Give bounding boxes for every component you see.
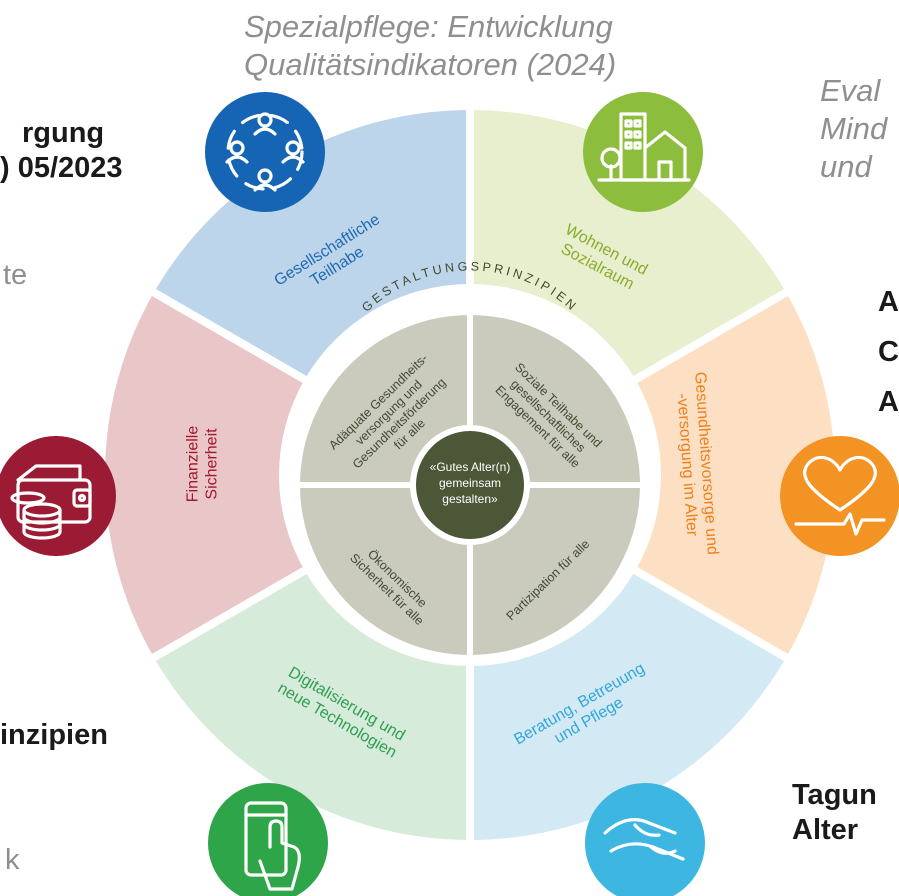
principle-quadrant-soziale-teilhabe xyxy=(470,315,640,485)
right-bottom-heading: Tagun Alter xyxy=(792,778,877,849)
segment-gesellschaftliche-teilhabe xyxy=(153,110,470,380)
top-center-caption: Spezialpflege: Entwicklung Qualitätsindi… xyxy=(244,8,616,84)
segment-digitalisierung xyxy=(153,570,470,840)
principles-layer: Adäquate Gesundheits-versorgung undGesun… xyxy=(298,313,642,657)
wallet-coins-icon xyxy=(0,436,116,556)
segment-label-line: Sicherheit xyxy=(204,428,221,500)
segment-divider xyxy=(631,566,790,662)
top-right-line-3: und xyxy=(820,148,872,184)
left-grey-text: te xyxy=(3,259,28,291)
wallet-coins-icon-glyph xyxy=(10,464,92,540)
left-heading-line-1: rgung xyxy=(22,117,105,149)
heart-pulse-icon-glyph xyxy=(794,455,886,536)
left-heading-line-2: ) 05/2023 xyxy=(0,152,123,185)
segment-divider xyxy=(150,288,309,384)
center-label-line: gemeinsam xyxy=(439,476,501,490)
buildings-icon xyxy=(583,92,703,212)
center-label-line: gestalten» xyxy=(442,492,498,506)
helping-hands-icon xyxy=(585,783,705,896)
dividers-layer xyxy=(150,108,790,842)
left-heading: rgung ) 05/2023 xyxy=(0,116,123,187)
smartphone-touch-icon xyxy=(208,783,328,896)
center-circle xyxy=(412,427,528,543)
right-bottom-line-2: Alter xyxy=(792,814,859,847)
icons-layer xyxy=(0,92,899,896)
principle-quadrant-gesundheit xyxy=(300,315,470,485)
people-circle-icon-glyph xyxy=(225,112,305,192)
right-heading-line-3: A xyxy=(878,385,899,418)
top-right-caption: Eval Mind und xyxy=(820,72,887,185)
top-right-line-1: Eval xyxy=(820,73,881,108)
segment-wohnen-sozialraum xyxy=(470,110,787,380)
top-right-line-2: Mind xyxy=(820,110,888,146)
segment-finanzielle-sicherheit xyxy=(104,292,305,658)
segment-gesundheit xyxy=(635,292,835,658)
principle-quadrant-partizipation xyxy=(470,485,640,655)
top-center-line-2: Qualitätsindikatoren (2024) xyxy=(244,46,617,82)
center-label: «Gutes Alter(n) gemeinsam gestalten» xyxy=(430,460,511,506)
left-bottom-grey-text: k xyxy=(5,844,20,876)
segment-beratung-pflege xyxy=(470,570,787,840)
smartphone-touch-icon-glyph xyxy=(244,801,301,891)
segment-divider xyxy=(631,288,790,384)
center-label-line: «Gutes Alter(n) xyxy=(430,460,511,474)
right-heading-line-2: C xyxy=(878,335,899,368)
helping-hands-icon-glyph xyxy=(603,818,685,861)
people-circle-icon xyxy=(205,92,325,212)
left-bottom-heading: inzipien xyxy=(0,719,108,751)
top-center-line-1: Spezialpflege: Entwicklung xyxy=(244,9,613,44)
right-heading: A C A xyxy=(878,278,899,428)
segment-divider xyxy=(150,566,309,662)
principle-quadrant-oekonomische-sicherheit xyxy=(300,485,470,655)
right-bottom-line-1: Tagun xyxy=(792,779,877,811)
right-heading-line-1: A xyxy=(878,286,899,318)
heart-pulse-icon xyxy=(780,436,899,556)
buildings-icon-glyph xyxy=(597,112,691,182)
segment-label-line: Finanzielle xyxy=(185,426,202,503)
